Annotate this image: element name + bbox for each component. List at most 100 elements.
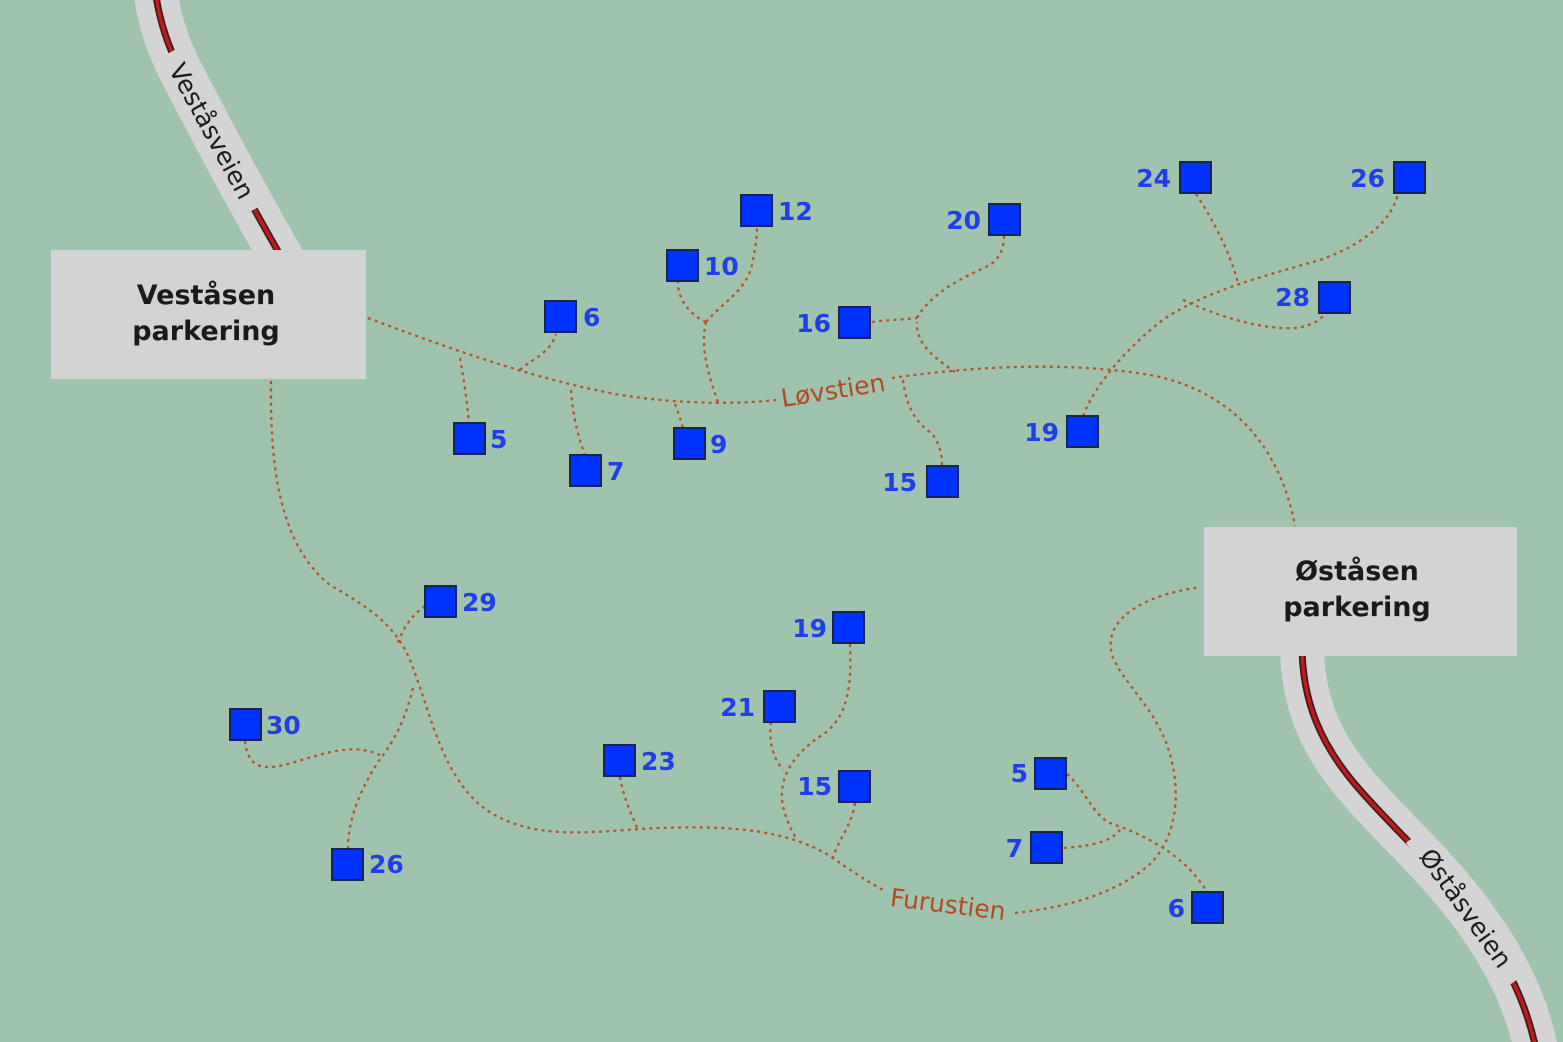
marker: 24 — [1136, 161, 1212, 194]
trail-branch-path — [1063, 825, 1124, 850]
marker-square — [1030, 831, 1063, 864]
marker: 26 — [331, 848, 404, 881]
marker: 15 — [882, 465, 959, 498]
marker-square — [331, 848, 364, 881]
marker: 10 — [666, 249, 739, 282]
marker: 15 — [797, 770, 871, 803]
marker-label: 15 — [882, 468, 917, 497]
marker-label: 9 — [710, 430, 727, 459]
parking-vestasen: Veståsen parkering — [51, 250, 366, 379]
trail-branch-path — [673, 403, 685, 429]
marker-square — [1318, 281, 1351, 314]
parking-box — [1204, 527, 1517, 656]
marker-square — [832, 611, 865, 644]
marker-label: 5 — [1011, 759, 1028, 788]
trail-branch-path — [1066, 773, 1208, 893]
trail-branch-path — [1081, 193, 1400, 417]
parking-label: parkering — [1283, 592, 1431, 623]
marker: 19 — [792, 611, 865, 644]
marker: 30 — [229, 708, 301, 741]
marker: 21 — [720, 690, 796, 723]
marker-label: 26 — [369, 850, 404, 879]
marker: 5 — [1011, 757, 1067, 790]
marker-label: 15 — [797, 772, 832, 801]
trail-branch-path — [702, 321, 720, 403]
marker-square — [1034, 757, 1067, 790]
marker-label: 7 — [1006, 834, 1023, 863]
marker-label: 19 — [1024, 418, 1059, 447]
marker: 29 — [424, 585, 497, 618]
marker: 6 — [544, 300, 600, 333]
trail-branch-path — [396, 605, 426, 644]
trail-branch-path — [705, 226, 759, 323]
road-label-gap — [1405, 829, 1527, 987]
parking-name: Øståsen — [1295, 555, 1419, 587]
marker: 6 — [1168, 891, 1224, 924]
marker: 19 — [1024, 415, 1099, 448]
marker-square — [926, 465, 959, 498]
marker: 26 — [1350, 161, 1426, 194]
trail-branch-path — [618, 776, 640, 831]
marker: 5 — [453, 422, 507, 455]
marker: 7 — [569, 454, 624, 487]
marker-label: 12 — [778, 197, 813, 226]
trail-branch-path — [1182, 298, 1327, 330]
marker-square — [740, 194, 773, 227]
marker-square — [229, 708, 262, 741]
marker-label: 20 — [946, 206, 981, 235]
parking-name: Veståsen — [137, 279, 276, 311]
parking-box — [51, 250, 366, 379]
marker: 9 — [673, 427, 727, 460]
trail-branch-path — [780, 643, 852, 839]
trail-branch-path — [916, 235, 1006, 319]
marker-square — [569, 454, 602, 487]
marker-square — [424, 585, 457, 618]
marker-label: 19 — [792, 614, 827, 643]
marker-square — [763, 690, 796, 723]
marker-label: 10 — [704, 252, 739, 281]
markers: 12 10 6 5 7 9 16 20 — [229, 161, 1426, 924]
marker: 7 — [1006, 831, 1063, 864]
marker-label: 26 — [1350, 164, 1385, 193]
marker-label: 23 — [641, 747, 676, 776]
marker: 12 — [740, 194, 813, 227]
trail-branch-path — [1195, 193, 1240, 284]
marker: 20 — [946, 203, 1021, 236]
trail-furustien-path — [1014, 585, 1201, 915]
parking-label: parkering — [132, 316, 280, 347]
trail-branch-path — [915, 321, 956, 373]
trail-branch-path — [830, 802, 857, 861]
marker-label: 29 — [462, 588, 497, 617]
marker-square — [603, 744, 636, 777]
marker: 28 — [1275, 281, 1351, 314]
marker-label: 7 — [607, 457, 624, 486]
trail-branch-path — [769, 721, 784, 771]
marker-square — [1066, 415, 1099, 448]
marker-square — [1179, 161, 1212, 194]
trail-branch-path — [519, 333, 558, 371]
road-label-gap — [159, 47, 265, 215]
marker-label: 24 — [1136, 164, 1171, 193]
marker-label: 6 — [1168, 894, 1185, 923]
trail-lovstien-path — [367, 316, 777, 404]
marker-square — [838, 306, 871, 339]
marker-square — [988, 203, 1021, 236]
marker-square — [673, 427, 706, 460]
marker: 16 — [796, 306, 871, 339]
trail-branch-path — [458, 357, 471, 424]
marker-square — [1191, 891, 1224, 924]
marker-label: 30 — [266, 711, 301, 740]
trail-branch-path — [569, 389, 587, 456]
marker-label: 5 — [490, 425, 507, 454]
parking-ostasen: Øståsen parkering — [1204, 527, 1517, 656]
marker-square — [838, 770, 871, 803]
marker-label: 6 — [583, 303, 600, 332]
marker-square — [453, 422, 486, 455]
trail-branch-path — [243, 740, 383, 769]
marker-label: 16 — [796, 309, 831, 338]
marker-square — [1393, 161, 1426, 194]
marker: 23 — [603, 744, 676, 777]
marker-square — [544, 300, 577, 333]
